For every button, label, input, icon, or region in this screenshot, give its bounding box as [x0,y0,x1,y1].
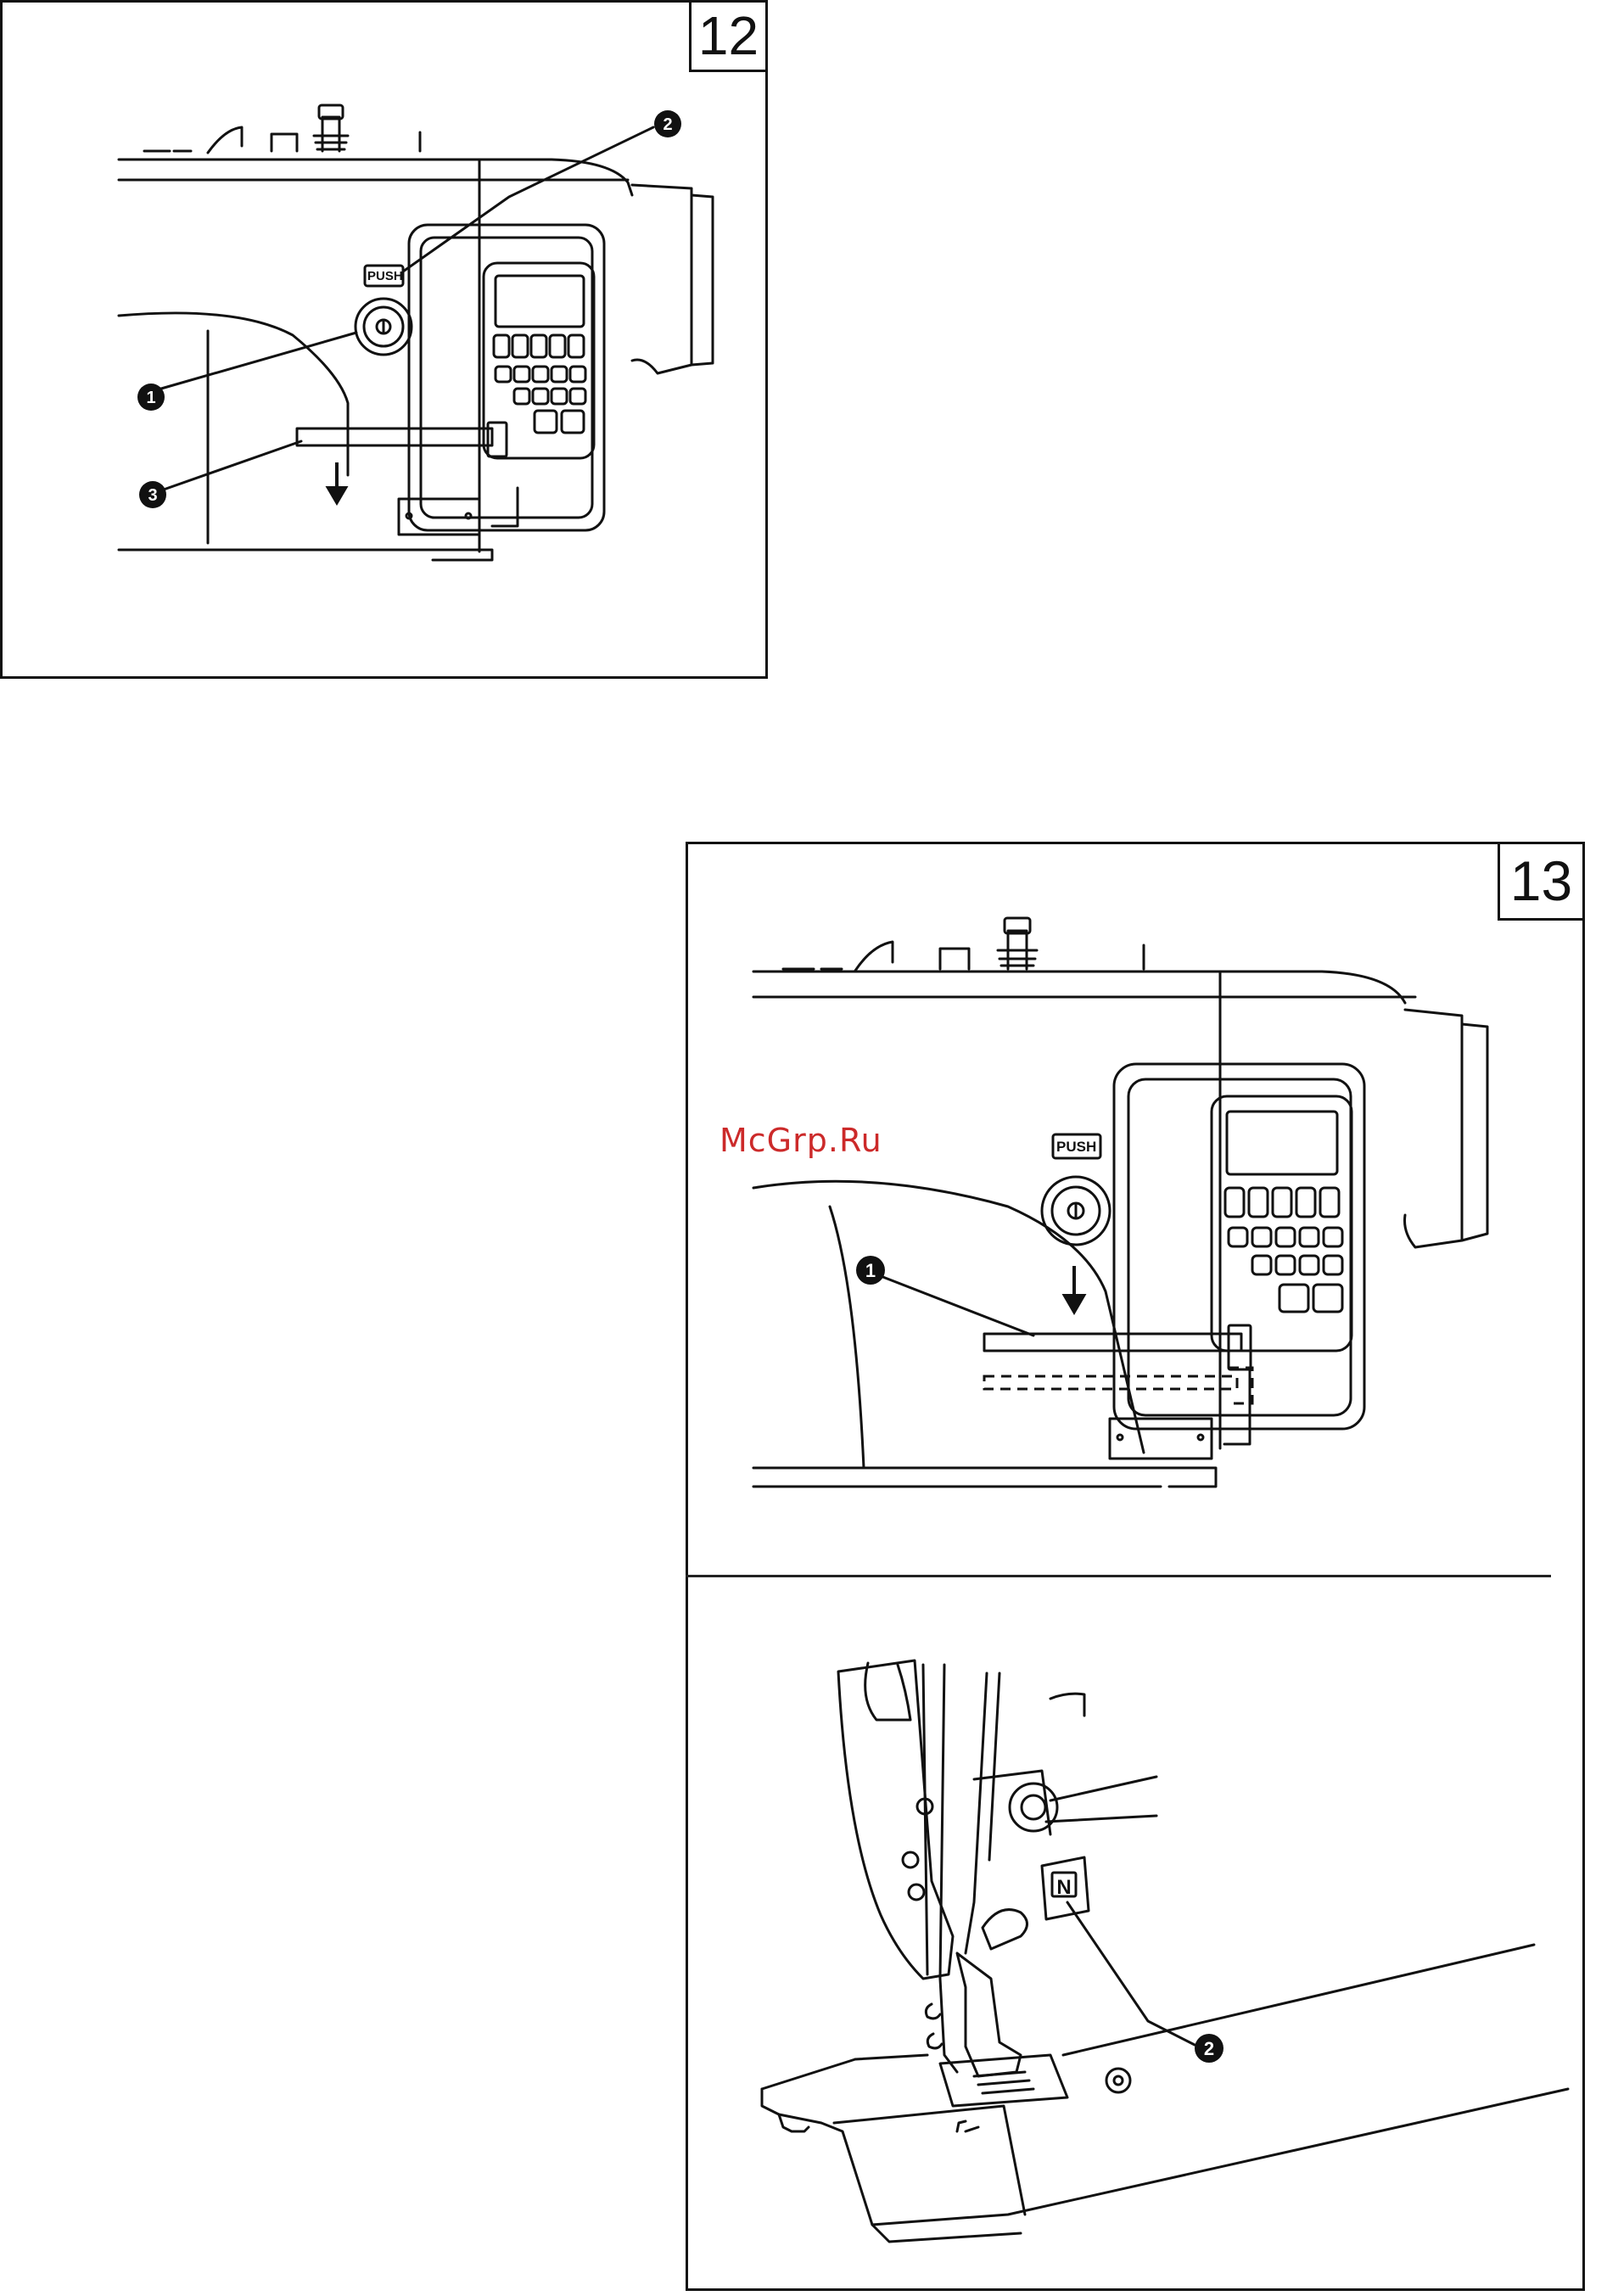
figure-13-top-drawing: PUSH 1 [686,842,1585,1571]
callout-1-icon: 1 [856,1256,885,1285]
callout-1-leader [881,1276,1033,1336]
keypad-display [496,276,584,327]
lever-lowered-position [984,1376,1237,1389]
top-parts [144,127,297,153]
figure-13-push-label: PUSH [1056,1139,1096,1155]
machine-base [119,550,492,560]
figure-13-bottom-drawing: N 2 [686,1580,1585,2291]
callout-3-leader [161,441,301,490]
down-arrow-icon [1065,1266,1083,1312]
callout-2-leader [1067,1902,1195,2045]
machine-head [838,1660,953,1979]
thread-guide-knob [1010,1784,1057,1831]
watermark: McGrp.Ru [720,1122,882,1159]
needle-bar [966,1673,987,1953]
callout-2-leader [403,127,653,272]
figure-13-divider [686,1575,1551,1577]
figure-12-drawing: PUSH 2 1 3 [0,0,768,679]
svg-text:1: 1 [865,1260,876,1281]
reverse-lever [983,1910,1027,1949]
svg-text:2: 2 [663,115,672,134]
machine-arm-curve [753,1181,1144,1453]
control-panel-outer [409,225,604,530]
machine-bed [855,1945,1534,2059]
lever [297,428,492,445]
keypad-display [1227,1112,1337,1174]
machine-head-right [632,185,692,373]
keypad [484,263,594,458]
down-arrow-icon [328,462,345,502]
tension-knob [998,931,1037,969]
callout-2-icon: 2 [654,110,681,137]
needle-plate [940,2055,1067,2106]
callout-1-leader [161,333,356,389]
svg-text:1: 1 [146,389,155,407]
callout-2-icon: 2 [1195,2034,1223,2063]
presser-foot-badge: N [1056,1876,1071,1899]
machine-top-edge [119,160,632,195]
callout-1-icon: 1 [137,384,165,411]
callout-3-icon: 3 [139,481,166,508]
tension-knob [314,117,348,151]
svg-text:3: 3 [148,486,157,505]
svg-text:2: 2 [1204,2038,1214,2059]
figure-12-push-label: PUSH [367,269,403,283]
